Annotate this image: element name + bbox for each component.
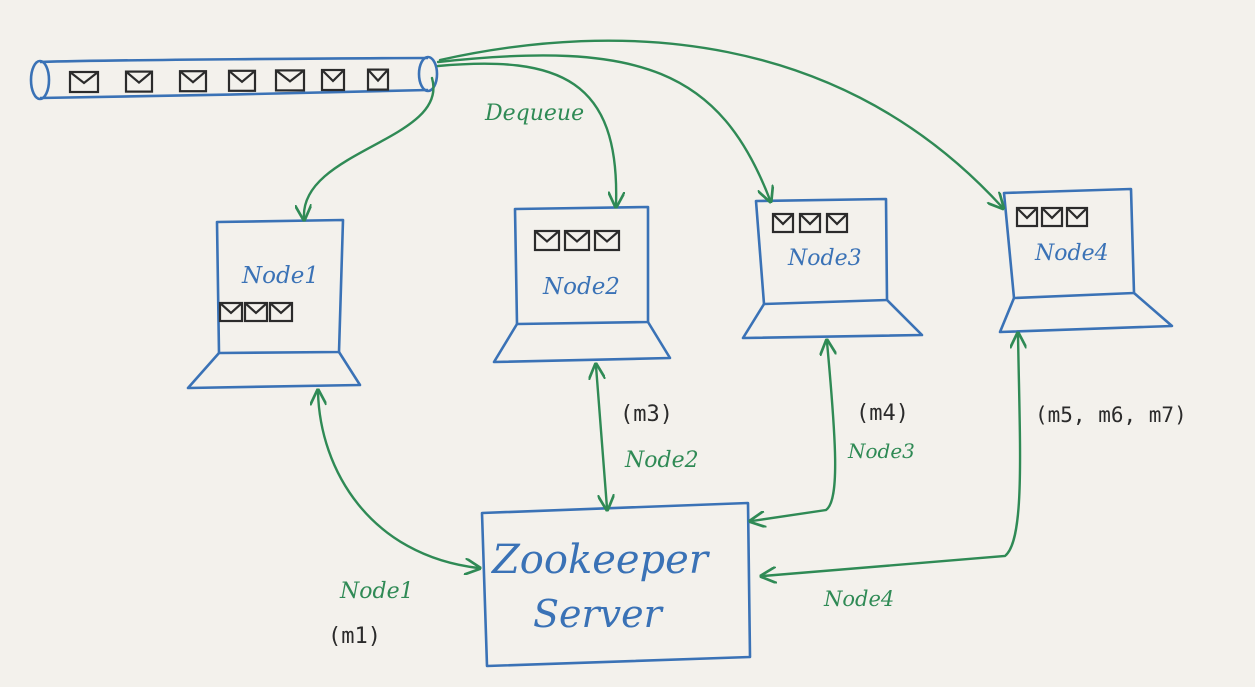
envelope-icon	[593, 229, 621, 252]
envelope-icon	[274, 69, 306, 92]
link-node3	[752, 342, 835, 521]
node4-base	[998, 292, 1174, 334]
envelope-icon	[563, 229, 591, 252]
link-node2-messages: (m3)	[620, 402, 673, 427]
envelope-icon	[1015, 206, 1039, 228]
link-node4-messages: (m5, m6, m7)	[1035, 403, 1187, 427]
link-node1	[318, 392, 478, 568]
zookeeper-label-line1: Zookeeper	[490, 537, 711, 583]
envelope-icon	[68, 70, 100, 94]
link-node4-name: Node4	[823, 587, 894, 611]
dequeue-arrow-node4	[438, 39, 1002, 207]
envelope-icon	[825, 212, 849, 234]
zookeeper-label-line2: Server	[533, 592, 665, 636]
envelope-icon	[533, 229, 561, 252]
envelope-icon	[320, 68, 346, 92]
envelope-icon	[366, 68, 390, 91]
link-node4	[763, 335, 1020, 576]
envelope-icon	[243, 301, 269, 323]
message-queue	[29, 55, 439, 101]
link-node3-name: Node3	[847, 439, 915, 463]
node2-base	[492, 321, 672, 364]
node1-computer: Node1	[186, 218, 362, 390]
dequeue-label: Dequeue	[484, 101, 584, 126]
node4-computer: Node4	[998, 187, 1174, 334]
envelope-icon	[771, 212, 795, 234]
link-node1-messages: (m1)	[328, 624, 381, 649]
zookeeper-server: Zookeeper Server	[480, 501, 752, 668]
zookeeper-server-box	[480, 501, 752, 668]
node4-label: Node4	[1034, 241, 1109, 266]
node3-computer: Node3	[741, 197, 924, 340]
node3-label: Node3	[787, 246, 862, 271]
queue-left-end	[29, 59, 51, 101]
node2-label: Node2	[542, 274, 620, 300]
envelope-icon	[268, 301, 294, 323]
envelope-icon	[218, 301, 244, 323]
link-node1-name: Node1	[339, 579, 414, 604]
node1-base	[186, 351, 362, 390]
envelope-icon	[1065, 206, 1089, 228]
envelope-icon	[1040, 206, 1064, 228]
envelope-icon	[178, 70, 208, 93]
dequeue-arrow-node1	[304, 76, 435, 218]
dequeue-arrow-node3	[436, 54, 770, 200]
queue-right-end	[417, 55, 439, 93]
envelope-icon	[124, 70, 154, 93]
node2-screen	[513, 205, 650, 326]
envelope-icon	[798, 212, 822, 234]
link-node3-messages: (m4)	[856, 401, 909, 426]
dequeue-arrow-node2	[436, 62, 616, 205]
envelope-icon	[227, 69, 257, 92]
link-node2	[596, 366, 607, 508]
zookeeper-links: Node1 (m1) (m3) Node2 (m4) Node3 (m5, m6…	[318, 335, 1187, 649]
node2-computer: Node2	[492, 205, 672, 364]
link-node2-name: Node2	[624, 448, 699, 473]
node3-base	[741, 299, 924, 340]
dequeue-arrows: Dequeue	[304, 39, 1002, 218]
node1-label: Node1	[241, 263, 319, 289]
